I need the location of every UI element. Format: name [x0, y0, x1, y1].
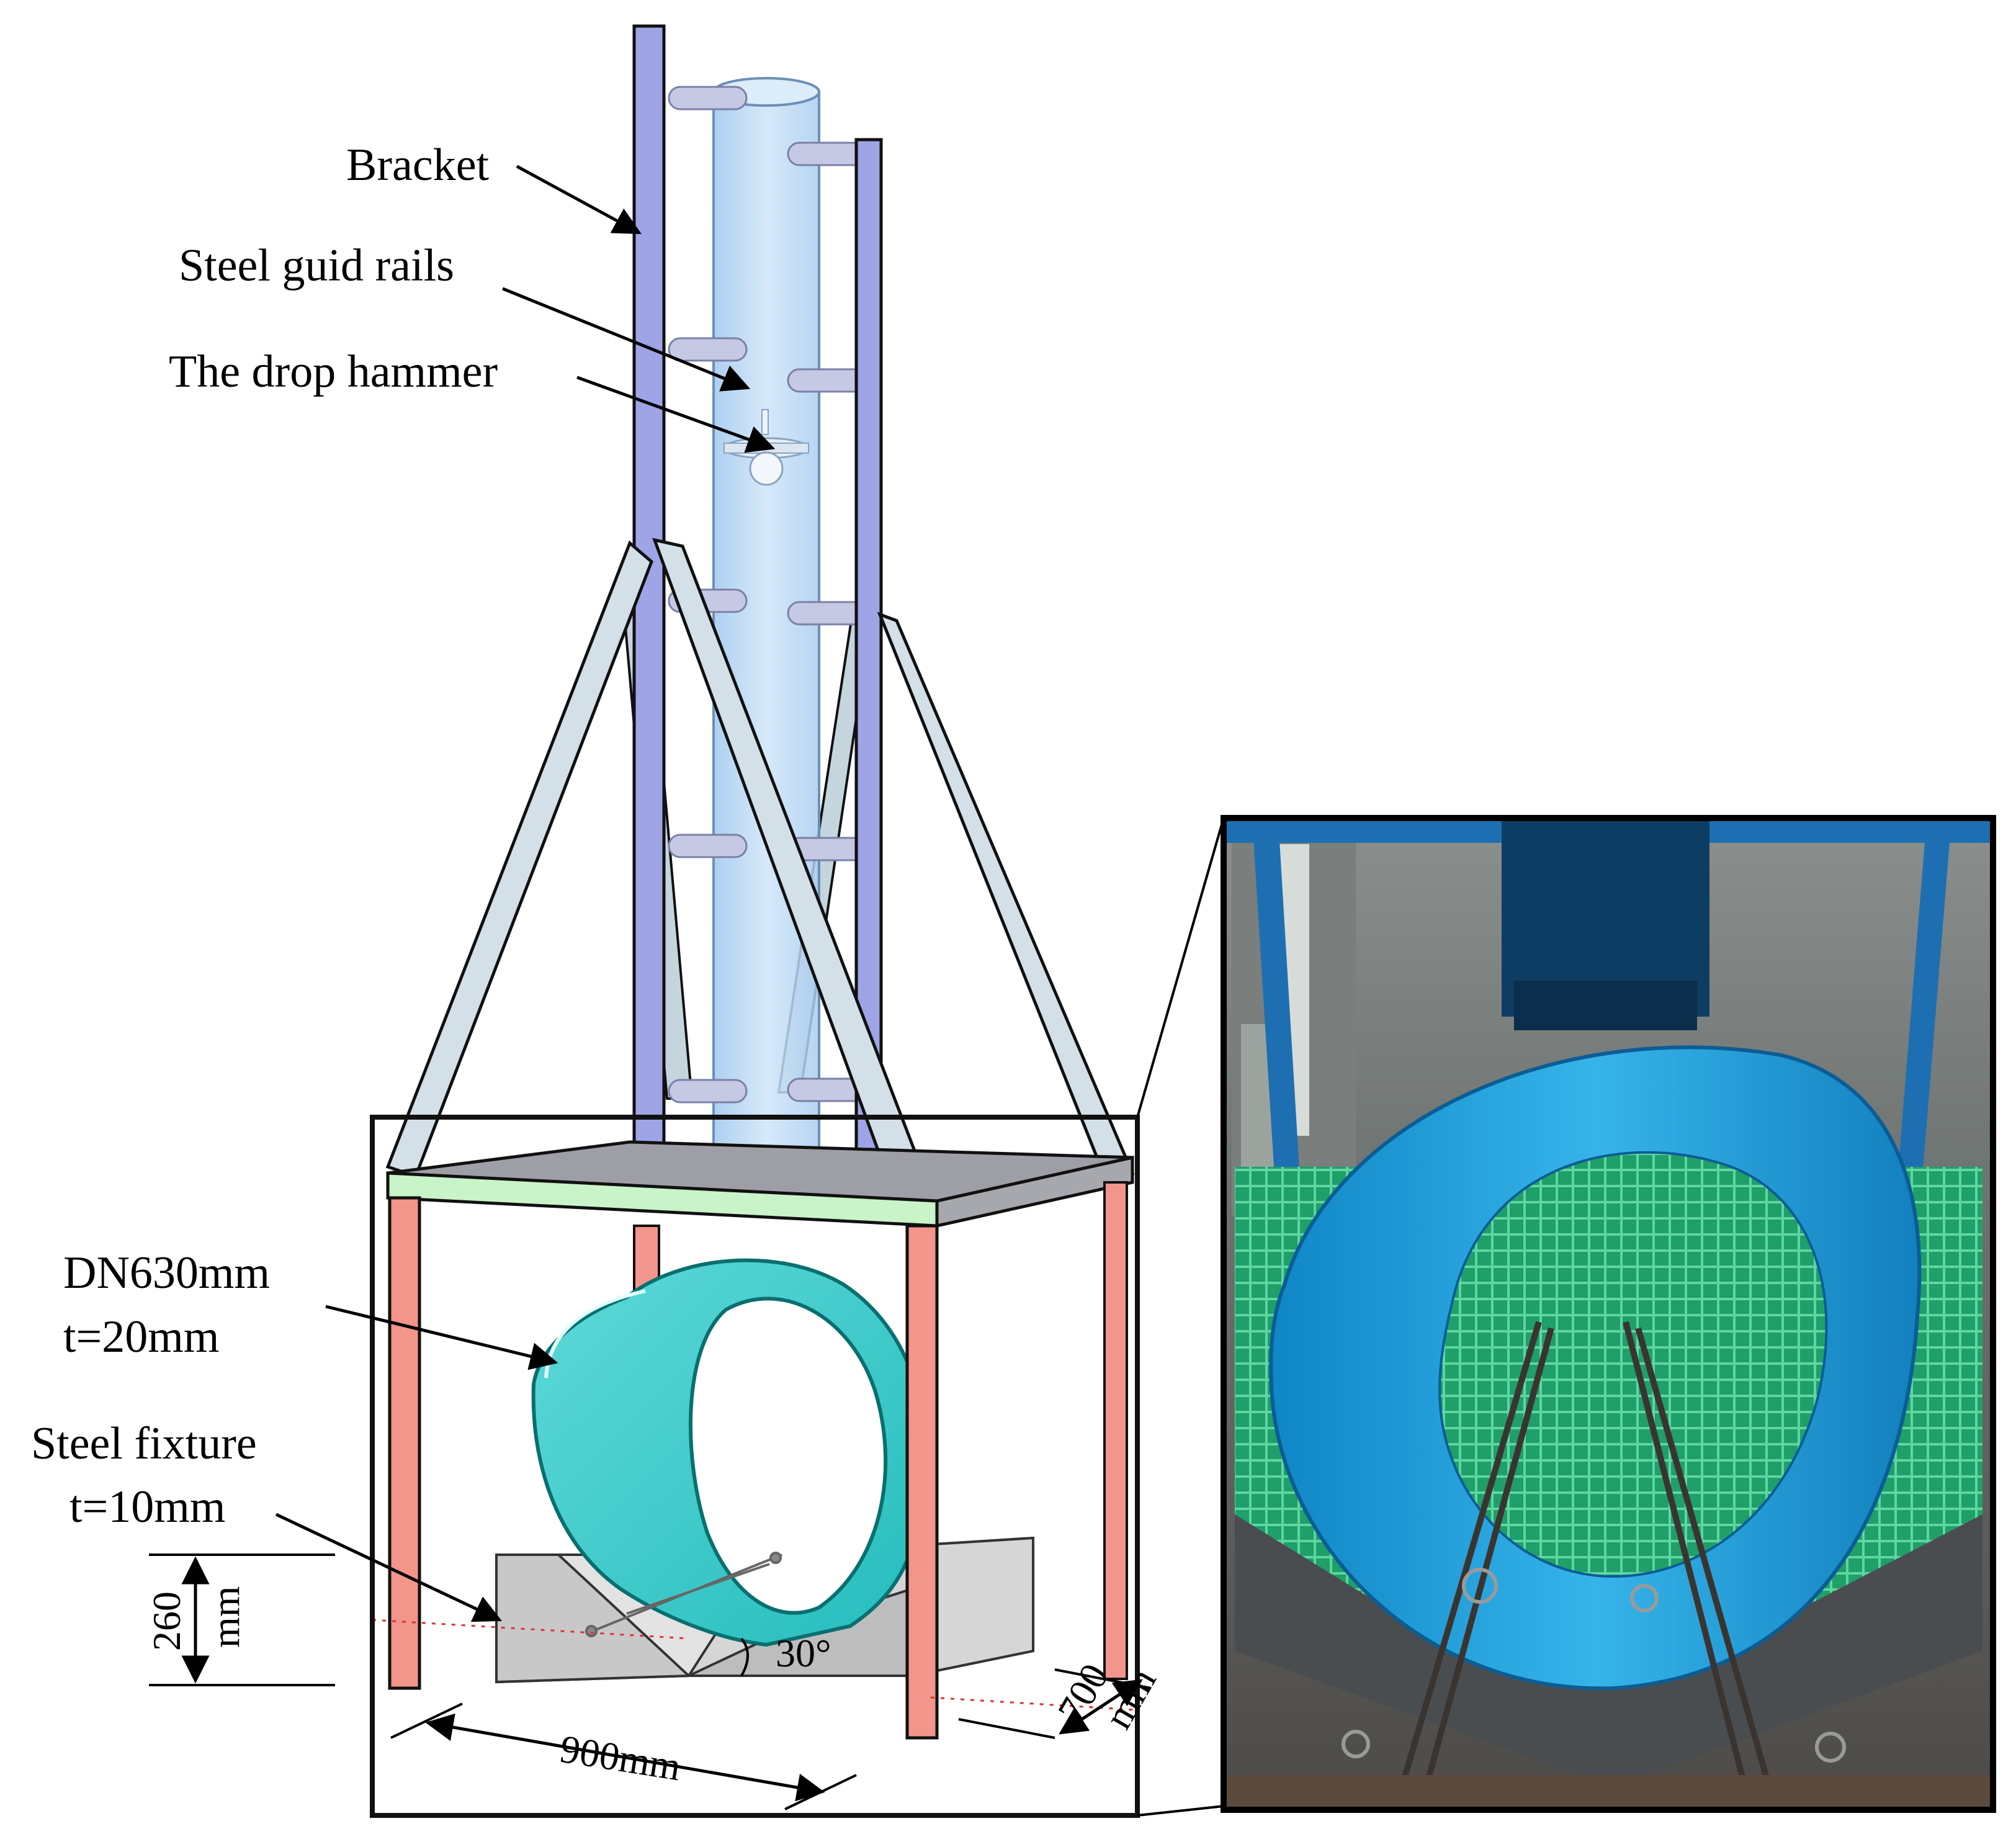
brace-front-left [385, 540, 653, 1179]
label-pipe-size: DN630mm [63, 1248, 270, 1298]
bracket-post-left [632, 24, 666, 1189]
detail-box [370, 1115, 1140, 1818]
bracket-post-right [854, 138, 883, 1162]
dimensions: 260 mm 900mm 700 mm 30° [145, 1553, 1165, 1810]
guide-column [712, 77, 820, 1179]
dim-height-value: 260 [145, 1591, 189, 1651]
dim-height-unit: mm [204, 1586, 248, 1648]
label-fixture: Steel fixture [31, 1418, 257, 1469]
guide-rail-bars [668, 86, 873, 1104]
dim-angle: 30° [776, 1631, 831, 1675]
brace-front-right [877, 611, 1135, 1178]
leg-back-right [1103, 1181, 1128, 1680]
platform [386, 1140, 1134, 1228]
test-assembly [372, 1181, 1136, 1740]
frame-structure [385, 24, 1135, 1228]
label-fixture-thickness: t=10mm [69, 1482, 225, 1532]
label-bracket: Bracket [346, 140, 490, 191]
annotations: Bracket Steel guid rails The drop hammer… [31, 140, 776, 1622]
label-drop-hammer: The drop hammer [169, 346, 498, 397]
dim-length: 900mm [557, 1727, 684, 1789]
leg-front-right [905, 1224, 939, 1740]
label-pipe-thickness: t=20mm [63, 1311, 219, 1362]
label-guide-rails: Steel guid rails [179, 240, 454, 291]
leg-front-left [388, 1196, 421, 1690]
test-photo [1221, 815, 1996, 1813]
callout-lines [1136, 817, 1225, 1817]
plastic-pipe [531, 1258, 928, 1647]
